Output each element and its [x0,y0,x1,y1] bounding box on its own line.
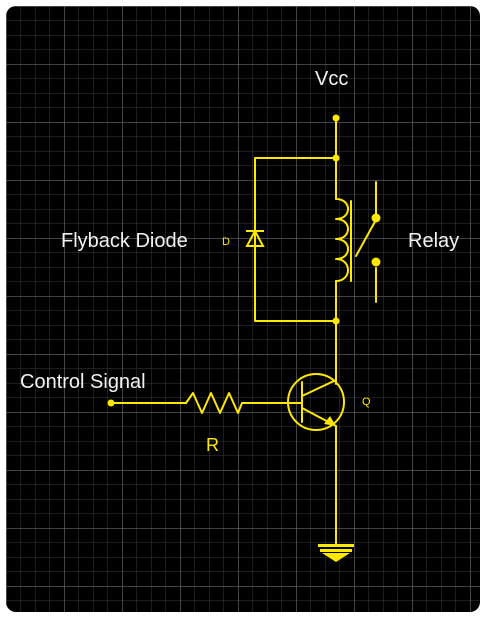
diode-loop-wire [254,157,337,322]
relay-switch [355,181,378,303]
transistor-collector [301,379,337,397]
bottom-junction [332,317,340,325]
relay-contact-bottom [371,257,381,267]
vcc-label: Vcc [315,68,349,90]
transistor-ref-label: Q [362,396,371,408]
resistor [185,392,303,414]
circuit [107,114,381,562]
top-junction [332,154,340,162]
diode-ref-label: D [222,236,230,248]
resistor-ref-label: R [206,435,219,455]
relay-label: Relay [408,230,460,252]
control-signal-label: Control Signal [20,371,146,393]
vcc-junction [332,114,340,122]
emitter-arrow [324,416,336,426]
grid [6,6,480,612]
schematic-canvas: Vcc Flyback Diode Relay Control Signal D… [6,6,480,612]
relay-coil [335,198,349,282]
ground-symbol [318,544,354,562]
relay-contact-top [371,213,381,223]
diode-symbol [245,228,265,247]
control-input-dot [107,399,115,407]
flyback-diode-label: Flyback Diode [61,230,188,252]
